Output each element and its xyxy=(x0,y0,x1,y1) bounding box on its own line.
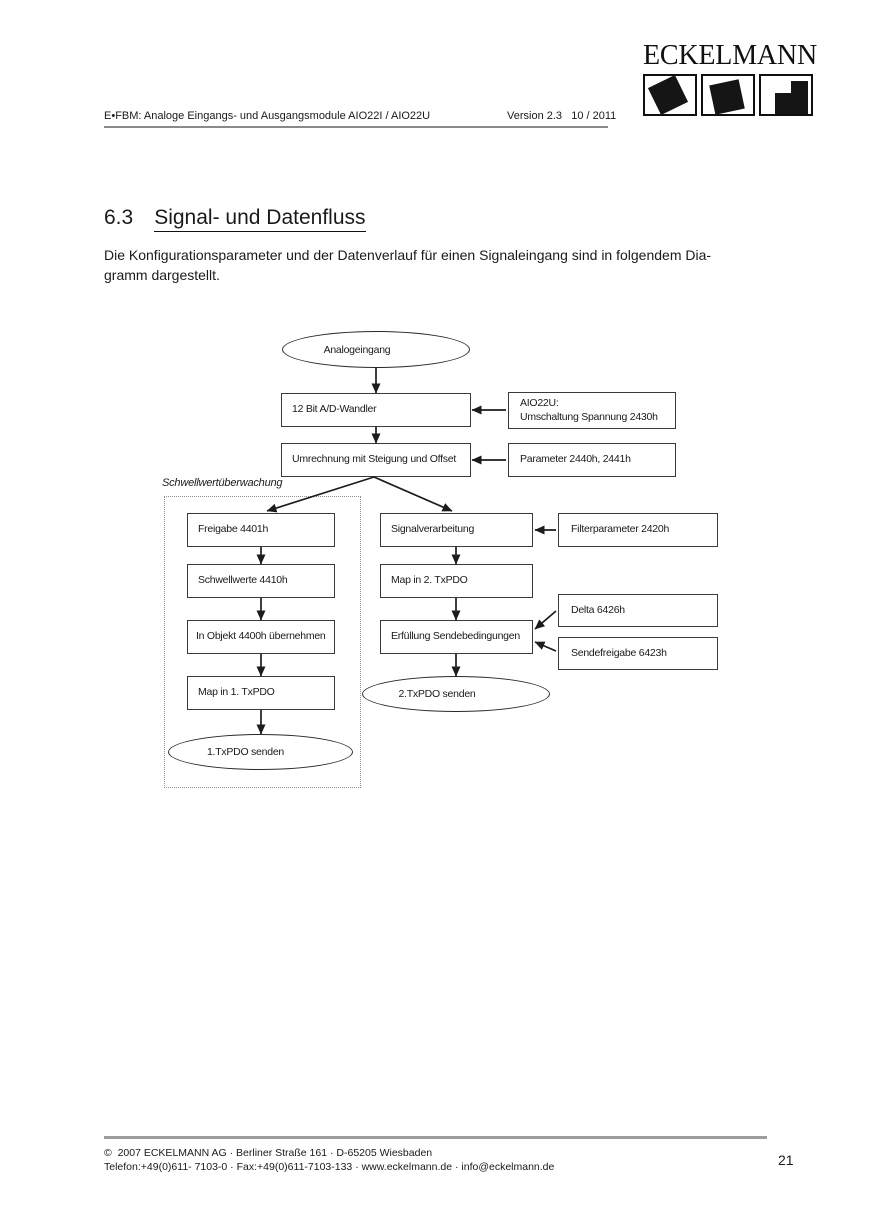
region-schwellwertueberwachung xyxy=(164,496,361,788)
node-ad-wandler: 12 Bit A/D-Wandler xyxy=(281,393,471,427)
node-erfuellung: Erfüllung Sendebedingungen xyxy=(380,620,533,654)
arrow-umrechnung-signalverarbeitung xyxy=(373,476,453,512)
logo-square-frame-1 xyxy=(643,74,697,116)
node-filterparameter: Filterparameter 2420h xyxy=(558,513,718,547)
logo-tilted-square-icon xyxy=(647,74,689,116)
section-title: Signal- und Datenfluss xyxy=(154,206,366,232)
arrow-delta-erfuellung xyxy=(534,610,557,630)
logo-mark xyxy=(643,74,819,116)
footer-contact: Telefon:+49(0)611- 7103-0 · Fax:+49(0)61… xyxy=(104,1161,555,1173)
node-schwellwerte: Schwellwerte 4410h xyxy=(187,564,335,598)
header-version: Version 2.3 10 / 2011 xyxy=(507,110,617,122)
node-txpdo2-senden: 2.TxPDO senden xyxy=(362,676,550,712)
node-objekt-uebernehmen: In Objekt 4400h übernehmen xyxy=(187,620,335,654)
header-rule xyxy=(104,126,608,128)
node-delta: Delta 6426h xyxy=(558,594,718,627)
header-doc-title: E•FBM: Analoge Eingangs- und Ausgangsmod… xyxy=(104,110,431,122)
eckelmann-logo: ECKELMANN xyxy=(643,42,819,116)
logo-square-frame-2 xyxy=(701,74,755,116)
node-signalverarbeitung: Signalverarbeitung xyxy=(380,513,533,547)
node-parameter: Parameter 2440h, 2441h xyxy=(508,443,676,477)
footer-copyright: © 2007 ECKELMANN AG · Berliner Straße 16… xyxy=(104,1147,433,1159)
node-map-txpdo2: Map in 2. TxPDO xyxy=(380,564,533,598)
footer-rule xyxy=(104,1136,767,1139)
section-heading: 6.3 Signal- und Datenfluss xyxy=(104,206,366,232)
logo-l-shape-icon xyxy=(775,81,808,114)
node-map-txpdo1: Map in 1. TxPDO xyxy=(187,676,335,710)
node-txpdo1-senden: 1.TxPDO senden xyxy=(168,734,353,770)
node-aio22u: AIO22U: Umschaltung Spannung 2430h xyxy=(508,392,676,429)
logo-square-frame-3 xyxy=(759,74,813,116)
logo-l-shape-notch xyxy=(775,81,791,93)
intro-paragraph: Die Konfigurationsparameter und der Date… xyxy=(104,247,712,283)
logo-wordmark: ECKELMANN xyxy=(643,40,817,71)
section-number: 6.3 xyxy=(104,206,134,229)
label-schwellwertueberwachung: Schwellwertüberwachung xyxy=(162,477,283,489)
node-analogeingang: Analogeingang xyxy=(282,331,470,368)
node-sendefreigabe: Sendefreigabe 6423h xyxy=(558,637,718,670)
arrow-sendefreigabe-erfuellung xyxy=(534,641,557,652)
logo-tilted-square-icon xyxy=(709,79,745,115)
node-umrechnung: Umrechnung mit Steigung und Offset xyxy=(281,443,471,477)
node-freigabe: Freigabe 4401h xyxy=(187,513,335,547)
page-number: 21 xyxy=(778,1152,794,1168)
